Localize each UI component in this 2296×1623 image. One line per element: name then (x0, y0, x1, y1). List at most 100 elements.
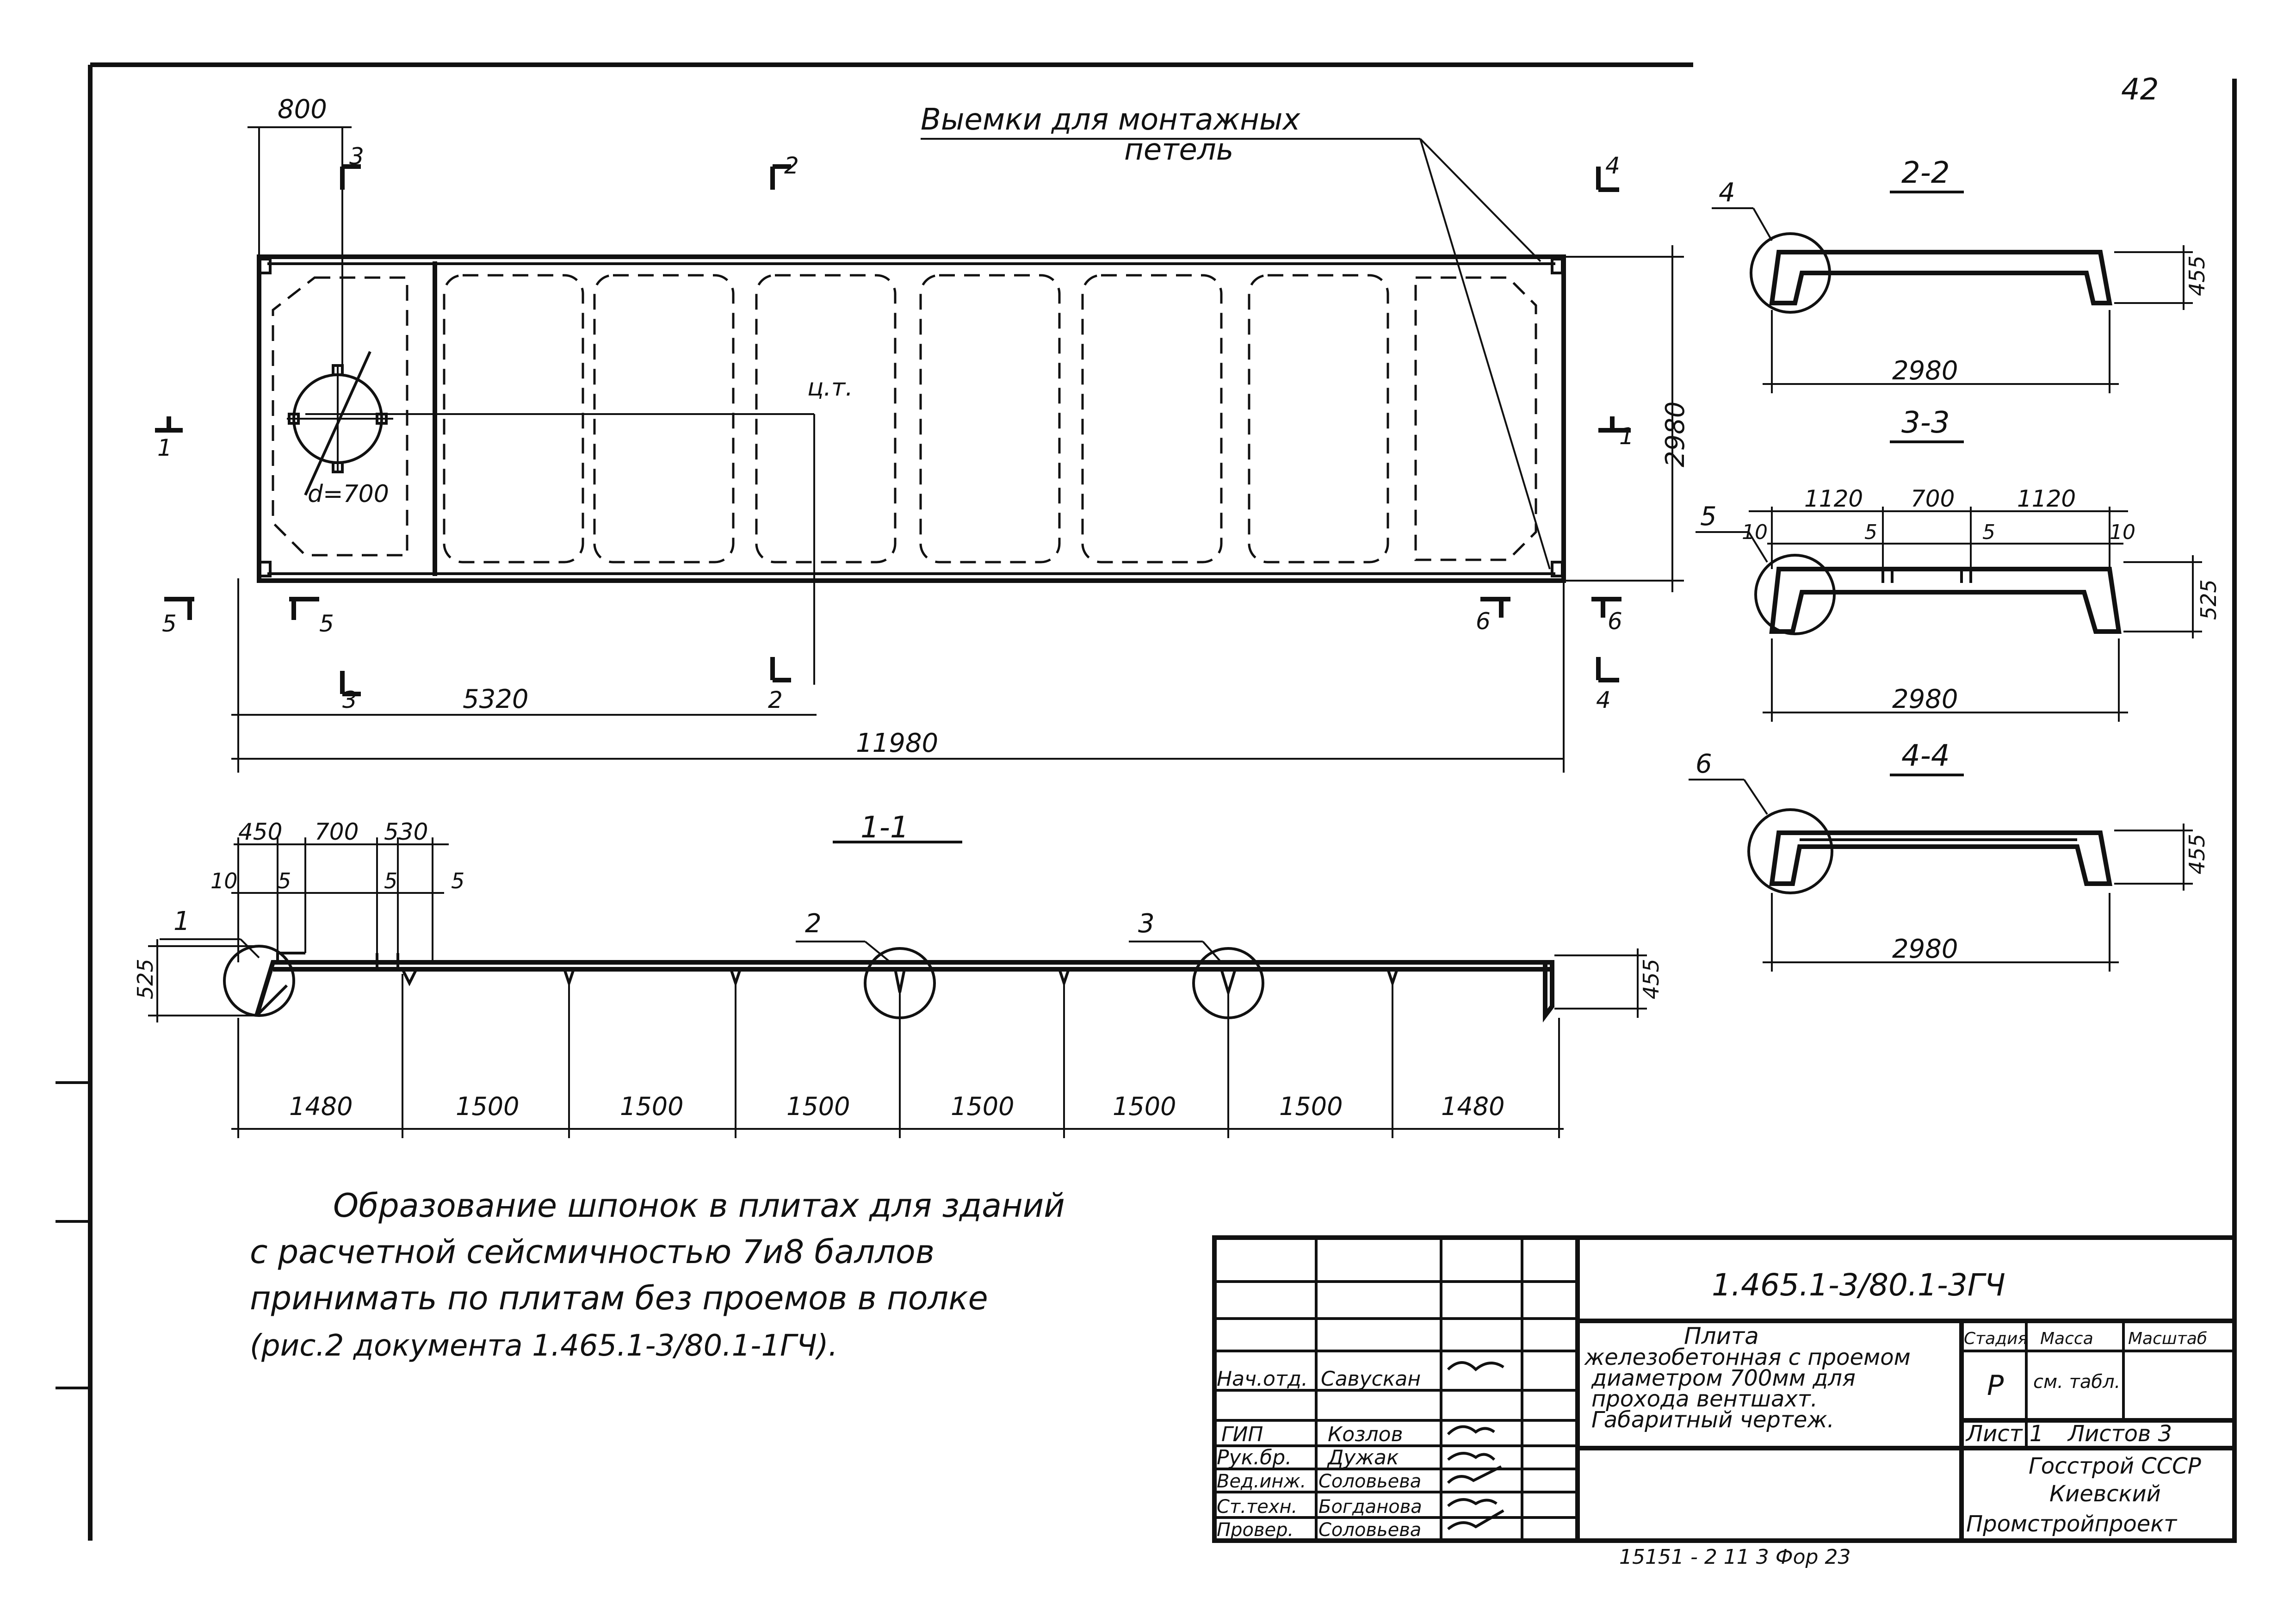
note-line: с расчетной сейсмичностью 7и8 баллов (250, 1233, 934, 1271)
note-line: Образование шпонок в плитах для зданий (333, 1187, 1065, 1225)
s33-height: 525 (2196, 579, 2221, 620)
sheet-number-corner: 42 (2121, 73, 2159, 107)
section-2-2 (1712, 191, 2193, 393)
mass-value: см. табл. (2033, 1371, 2120, 1393)
s22-callout: 4 (1719, 178, 1735, 208)
s11-small-dim: 10 (210, 868, 238, 893)
s33-callout: 5 (1700, 502, 1717, 532)
section-mark: 2 (784, 152, 799, 179)
plan-hole-label: d=700 (308, 480, 389, 508)
title-line: железобетонная с проемом (1584, 1344, 1911, 1370)
note-line: принимать по плитам без проемов в полке (250, 1279, 988, 1317)
section-mark: 6 (1476, 608, 1491, 635)
plan-cell-hole (272, 276, 408, 557)
signature (1447, 1425, 1495, 1436)
section-4-4 (1689, 774, 2193, 972)
staff-role: Рук.бр. (1217, 1446, 1292, 1469)
s33-top-dim: 1120 (2017, 485, 2076, 512)
title-line: прохода вентшахт. (1591, 1386, 1818, 1412)
staff-role: Ст.техн. (1217, 1496, 1297, 1518)
s11-callout: 2 (805, 909, 822, 939)
section-mark: 5 (319, 610, 334, 637)
s11-height-right: 455 (1639, 959, 1664, 999)
staff-name: Богданова (1318, 1496, 1422, 1518)
plan-cell (755, 274, 897, 564)
plan-cell-end (1414, 276, 1537, 561)
s33-small-dim: 5 (1864, 520, 1877, 544)
s11-bottom-dim: 1480 (289, 1092, 353, 1121)
section-1-1 (148, 837, 1647, 1138)
s11-small-dim: 5 (451, 868, 464, 893)
s11-top-dim: 450 (238, 818, 282, 845)
s33-top-dim: 700 (1911, 485, 1955, 512)
plan-outline (257, 254, 1566, 583)
s11-small-dim: 5 (278, 868, 291, 893)
s11-bottom-dim: 1480 (1441, 1092, 1504, 1121)
staff-role: Вед.инж. (1217, 1471, 1306, 1492)
stage-value: Р (1987, 1369, 2004, 1402)
title-line: Плита (1684, 1323, 1759, 1350)
s11-callout: 3 (1138, 909, 1155, 939)
section-mark: 5 (162, 610, 177, 637)
plan-cell (1248, 274, 1389, 564)
plan-dim-11980: 11980 (856, 728, 938, 758)
section-mark: 3 (349, 143, 364, 170)
signature (1447, 1509, 1504, 1530)
section-mark: 4 (1605, 152, 1620, 179)
signature (1447, 1498, 1498, 1507)
s11-bottom-dim: 1500 (786, 1092, 850, 1121)
s33-small-dim: 10 (2110, 520, 2135, 544)
org-line: Госстрой СССР (2029, 1453, 2201, 1479)
section-4-4-title: 4-4 (1901, 739, 1950, 773)
staff-name: Дужак (1327, 1446, 1399, 1469)
signature (1447, 1465, 1502, 1484)
signature (1447, 1361, 1504, 1372)
org-line: Промстройпроект (1966, 1511, 2178, 1537)
title-block (1212, 1235, 2237, 1543)
col-scale: Масштаб (2128, 1329, 2207, 1348)
col-mass: Масса (2040, 1329, 2093, 1348)
plan-dim-800: 800 (278, 94, 327, 124)
plan-view (155, 126, 1684, 773)
plan-cg-label: ц.т. (807, 374, 853, 402)
plan-cell (1081, 274, 1223, 564)
s33-small-dim: 10 (1742, 520, 1768, 544)
staff-name: Савускан (1321, 1367, 1421, 1391)
plan-dim-2980: 2980 (1660, 401, 1690, 467)
org-line: Киевский (2049, 1481, 2161, 1507)
s11-bottom-dim: 1500 (620, 1092, 683, 1121)
section-3-3-title: 3-3 (1901, 406, 1950, 440)
s33-width: 2980 (1892, 684, 1958, 714)
doc-code: 1.465.1-3/80.1-3ГЧ (1712, 1267, 2005, 1303)
section-mark: 1 (157, 434, 172, 461)
section-mark: 3 (342, 687, 357, 713)
s11-small-dim: 5 (384, 868, 397, 893)
section-mark: 6 (1608, 608, 1622, 635)
note-line: (рис.2 документа 1.465.1-3/80.1-1ГЧ). (250, 1329, 838, 1363)
plan-cell (443, 274, 584, 564)
s33-top-dim: 1120 (1804, 485, 1863, 512)
s11-bottom-dim: 1500 (1279, 1092, 1343, 1121)
plan-cell (919, 274, 1061, 564)
s11-height-left: 525 (133, 959, 158, 999)
s11-top-dim: 700 (315, 818, 359, 845)
s44-width: 2980 (1892, 934, 1958, 964)
section-1-1-title: 1-1 (860, 811, 909, 845)
s11-top-dim: 530 (384, 818, 428, 845)
staff-role: Провер. (1217, 1519, 1293, 1541)
section-mark: 1 (1619, 423, 1634, 450)
s11-callout: 1 (173, 906, 190, 936)
s22-width: 2980 (1892, 356, 1958, 386)
plan-dim-5320: 5320 (463, 684, 529, 714)
section-1-1-profile (254, 960, 1554, 1022)
s22-height: 455 (2185, 255, 2209, 296)
s33-small-dim: 5 (1982, 520, 1995, 544)
s11-bottom-dim: 1500 (456, 1092, 519, 1121)
title-line: Габаритный чертеж. (1591, 1407, 1834, 1433)
callout-notches-line2: петель (1124, 133, 1234, 167)
staff-role: Нач.отд. (1217, 1367, 1308, 1391)
section-mark: 2 (768, 687, 783, 713)
section-2-2-title: 2-2 (1901, 156, 1950, 190)
staff-role: ГИП (1221, 1423, 1263, 1446)
s44-height: 455 (2185, 834, 2209, 874)
